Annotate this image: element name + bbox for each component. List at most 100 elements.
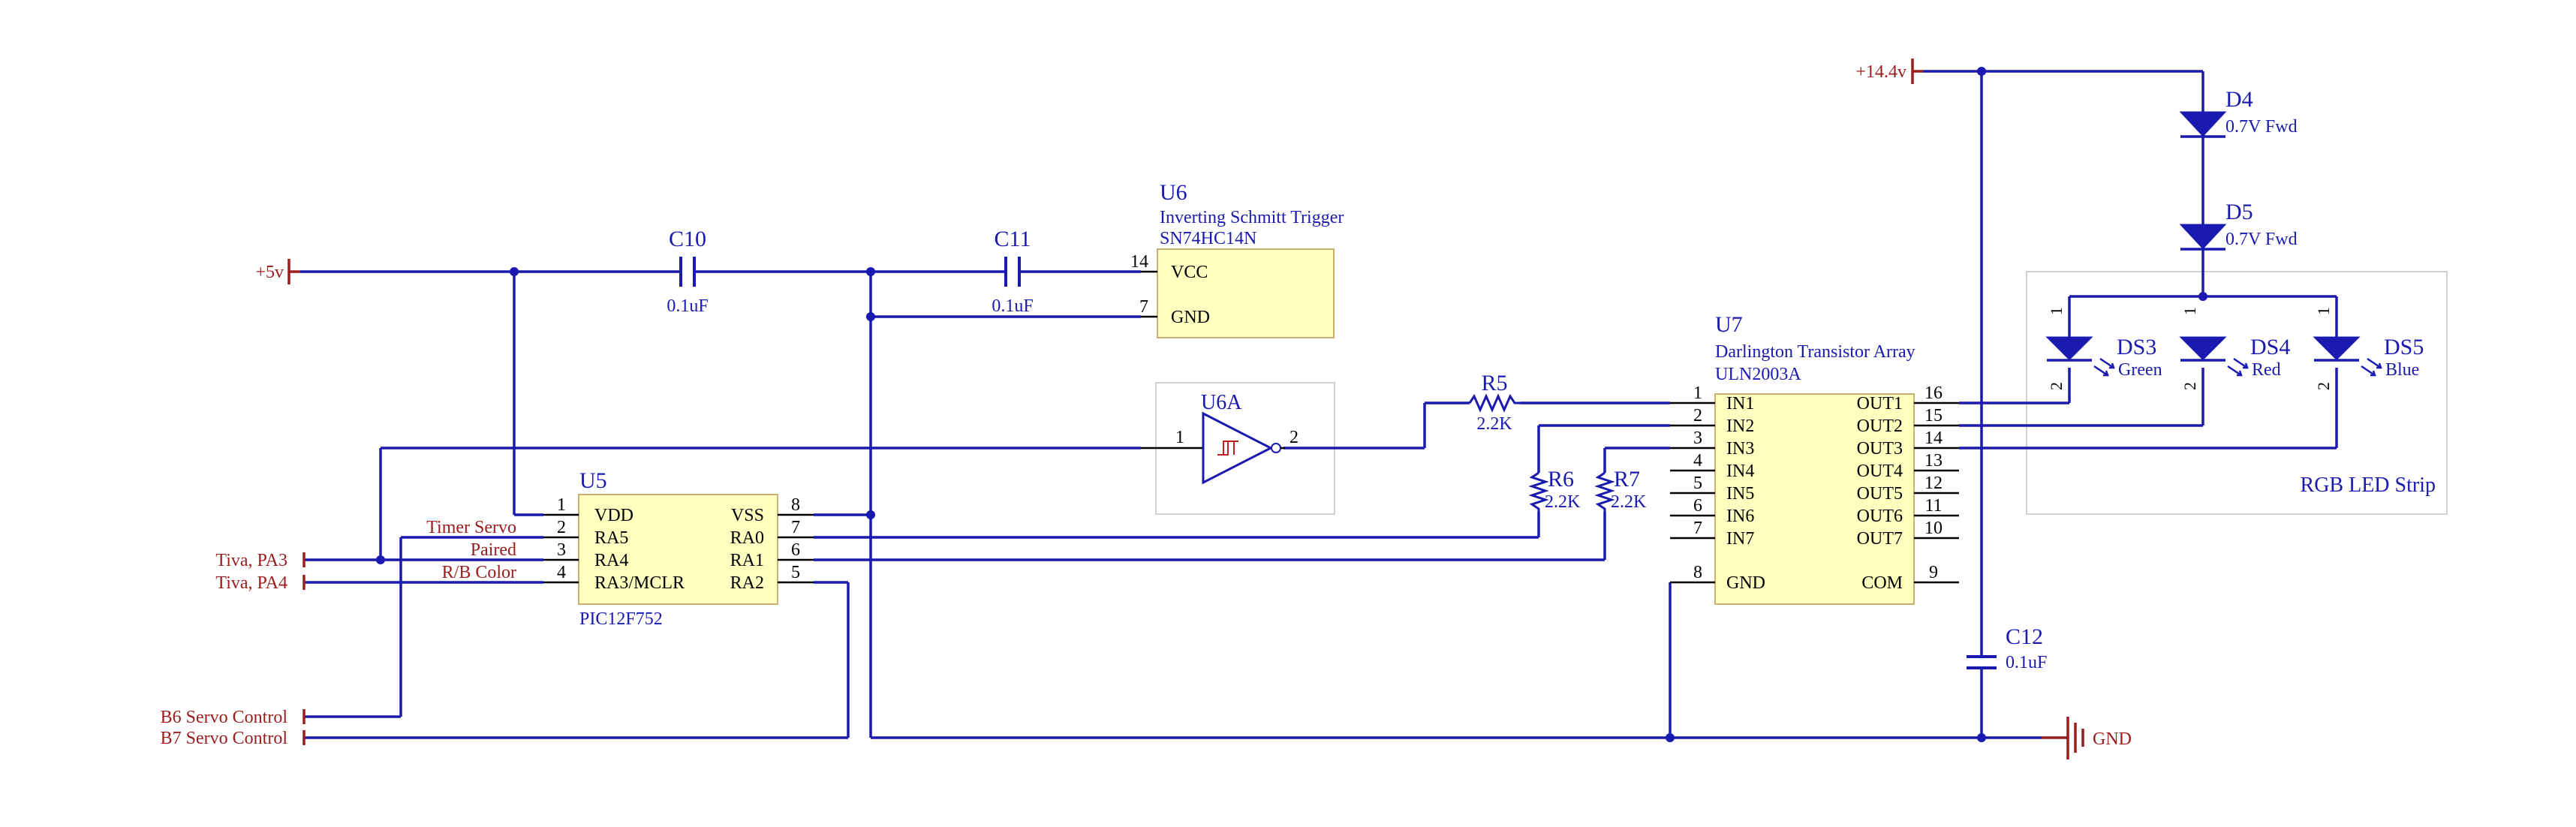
junction-dots — [376, 67, 2207, 742]
u7-pin-num: 14 — [1924, 429, 1943, 448]
power-5v: +5v — [255, 259, 300, 284]
c11-ref: C11 — [995, 227, 1031, 251]
u7-pin-num: 2 — [1693, 406, 1702, 426]
u6-part: SN74HC14N — [1160, 229, 1256, 248]
c12-ref: C12 — [2006, 624, 2043, 649]
u7-pin-num: 5 — [1693, 474, 1702, 493]
power-14v4-label: +14.4v — [1855, 62, 1906, 82]
led-ds5: 1 2 DS5 Blue — [2313, 307, 2424, 390]
capacitor-c12: C12 0.1uF — [1967, 624, 2047, 672]
u7-pin-num: 1 — [1693, 383, 1702, 403]
ground-symbol: GND — [2042, 717, 2132, 759]
ds4-ref: DS4 — [2250, 335, 2290, 359]
led-ds4: 1 2 DS4 Red — [2179, 307, 2290, 390]
u7-pin-name: COM — [1861, 573, 1903, 593]
u5-pin-name: RA1 — [730, 551, 764, 570]
u7-pin-num: 12 — [1924, 474, 1943, 493]
wires — [300, 70, 2338, 739]
u5-pin-num: 3 — [557, 540, 566, 560]
u7-pin-num: 9 — [1929, 563, 1938, 582]
r5-ref: R5 — [1481, 371, 1507, 395]
power-5v-label: +5v — [255, 263, 284, 282]
ds4-pin-bottom: 2 — [2180, 382, 2199, 390]
u7-pin-num: 16 — [1924, 383, 1943, 403]
u5-pin-name: VSS — [731, 506, 764, 525]
ds3-color: Green — [2118, 360, 2162, 380]
u6a-out-num: 2 — [1290, 428, 1299, 447]
u5-pin-name: RA2 — [730, 573, 764, 593]
inverter-bubble — [1271, 443, 1281, 453]
u7-pin-num: 13 — [1924, 451, 1943, 471]
resistor-r6: R6 2.2K — [1528, 467, 1581, 512]
net-label-rb-color: R/B Color — [442, 563, 516, 582]
ds3-ref: DS3 — [2117, 335, 2156, 359]
u7-pin-num: 4 — [1693, 451, 1702, 471]
u7-pin-num: 15 — [1924, 406, 1943, 426]
u7-pin-name: IN5 — [1726, 484, 1754, 504]
u5-pin-name: RA0 — [730, 528, 764, 548]
light-emission-icon — [2093, 357, 2115, 377]
ground-label: GND — [2093, 729, 2132, 749]
r7-value: 2.2K — [1611, 492, 1647, 512]
u6-ref: U6 — [1160, 180, 1187, 205]
ds5-ref: DS5 — [2384, 335, 2424, 359]
u7-pin-num: 7 — [1693, 519, 1702, 538]
u5-pin-num: 7 — [791, 518, 800, 537]
u7-pin-num: 10 — [1924, 519, 1943, 538]
c10-value: 0.1uF — [667, 296, 708, 316]
power-14v4: +14.4v — [1855, 59, 1923, 84]
u7-chip: U7 Darlington Transistor Array ULN2003A … — [1670, 312, 1959, 593]
u7-pin-name: IN7 — [1726, 529, 1754, 549]
u6a-gate: U6A 1 2 — [1141, 391, 1299, 485]
u7-pin-name: IN6 — [1726, 507, 1754, 526]
ds5-pin-top: 1 — [2314, 307, 2333, 315]
u6-desc: Inverting Schmitt Trigger — [1160, 208, 1344, 227]
r6-ref: R6 — [1548, 467, 1574, 492]
net-label-timer-servo: Timer Servo — [426, 518, 516, 537]
port-tiva-pa3: Tiva, PA3 — [215, 551, 287, 570]
u7-desc: Darlington Transistor Array — [1715, 342, 1915, 362]
ds3-pin-top: 1 — [2047, 307, 2066, 315]
u7-pin-name: GND — [1726, 573, 1765, 593]
ds4-pin-top: 1 — [2180, 307, 2199, 315]
u7-part: ULN2003A — [1715, 365, 1801, 384]
u5-pin-name: RA4 — [594, 551, 628, 570]
u5-pin-num: 5 — [791, 563, 800, 582]
port-b6-servo-control: B6 Servo Control — [161, 708, 288, 727]
d5-note: 0.7V Fwd — [2225, 230, 2298, 249]
port-tiva-pa4: Tiva, PA4 — [215, 573, 287, 593]
u5-pin-num: 6 — [791, 540, 800, 560]
diode-d5: D5 0.7V Fwd — [2179, 200, 2298, 251]
ds5-color: Blue — [2385, 360, 2419, 380]
light-emission-icon — [2227, 357, 2249, 377]
u6-vcc-num: 14 — [1130, 252, 1148, 272]
u5-body — [578, 494, 778, 605]
u6a-in-num: 1 — [1175, 428, 1184, 447]
u7-ref: U7 — [1715, 312, 1743, 337]
u5-part: PIC12F752 — [579, 609, 663, 629]
u7-body — [1714, 393, 1915, 605]
u5-pin-num: 8 — [791, 495, 800, 515]
led-strip-frame — [2026, 271, 2448, 515]
ports: Tiva, PA3 Tiva, PA4 B6 Servo Control B7 … — [161, 551, 305, 748]
u7-pin-name: OUT7 — [1857, 529, 1903, 549]
led-ds3: 1 2 DS3 Green — [2045, 307, 2162, 390]
u5-pin-num: 1 — [557, 495, 566, 515]
ds3-pin-bottom: 2 — [2047, 382, 2066, 390]
u7-pin-name: OUT4 — [1857, 462, 1903, 481]
c10-ref: C10 — [669, 227, 706, 251]
diode-d4: D4 0.7V Fwd — [2179, 87, 2298, 138]
d5-ref: D5 — [2225, 200, 2253, 224]
u7-pin-num: 11 — [1924, 496, 1942, 516]
resistor-r5: R5 2.2K — [1468, 371, 1520, 434]
r6-value: 2.2K — [1545, 492, 1581, 512]
u6-vcc-label: VCC — [1171, 263, 1208, 282]
r5-value: 2.2K — [1476, 414, 1512, 434]
u6-gnd-label: GND — [1171, 308, 1210, 327]
c12-value: 0.1uF — [2006, 653, 2047, 672]
r7-ref: R7 — [1614, 467, 1640, 492]
u6-gnd-num: 7 — [1139, 297, 1148, 317]
c11-value: 0.1uF — [992, 296, 1033, 316]
ds5-pin-bottom: 2 — [2314, 382, 2333, 390]
